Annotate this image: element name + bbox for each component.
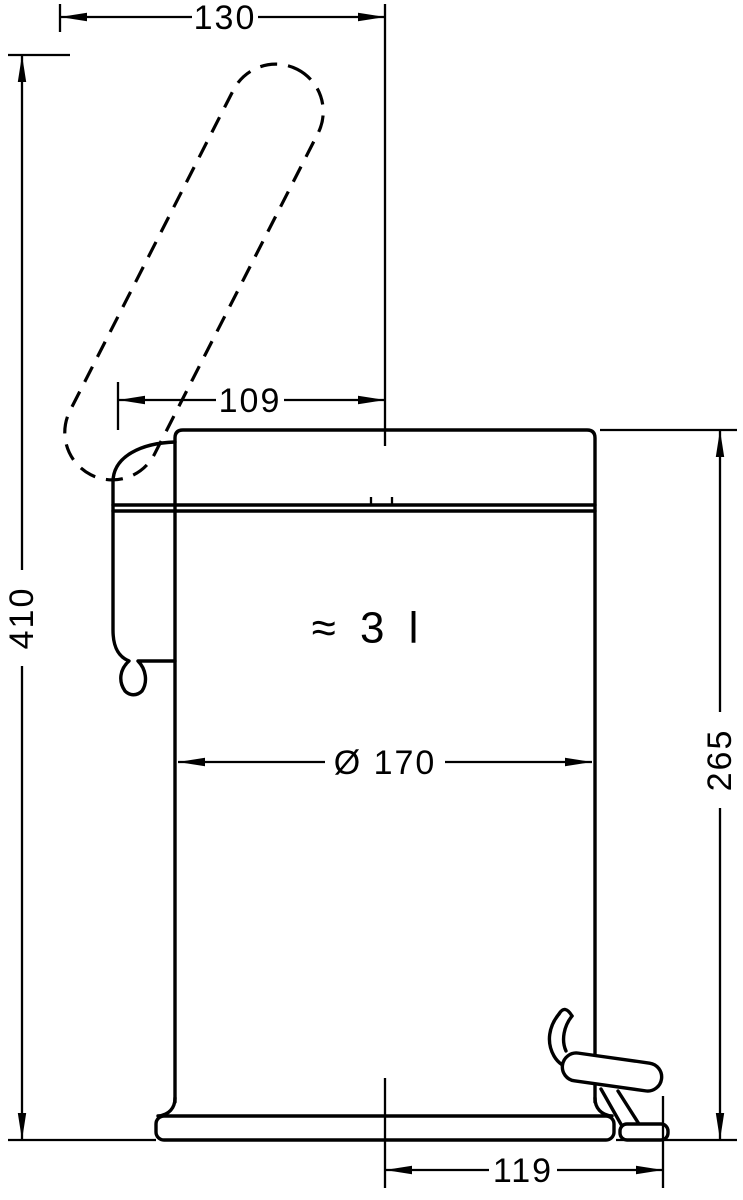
label-mask xyxy=(325,744,445,781)
dim-130-label: 130 xyxy=(194,0,257,37)
pedal-foot xyxy=(618,1122,670,1142)
dimension-overall-height: 410 xyxy=(3,53,156,1142)
dimension-body-height: 265 xyxy=(600,428,739,1142)
base-flare-left xyxy=(156,1096,177,1118)
dimension-overall-width: 130 xyxy=(58,0,385,37)
capacity-label: ≈ 3 l xyxy=(312,604,425,653)
lid-open-phantom xyxy=(63,62,325,482)
dim-diameter-label: Ø 170 xyxy=(334,744,437,782)
pedal-strut xyxy=(599,1087,641,1128)
label-mask xyxy=(216,384,284,417)
dimension-lid-depth: 109 xyxy=(116,382,385,430)
pedal-linkage-cap xyxy=(557,1007,574,1018)
label-mask xyxy=(192,1,258,34)
lid-open-outline xyxy=(63,62,325,482)
dim-119-label: 119 xyxy=(493,1152,553,1190)
label-mask xyxy=(489,1153,557,1187)
dimension-diameter: Ø 170 xyxy=(178,744,592,782)
hinge-marks xyxy=(369,497,394,505)
dim-265-label: 265 xyxy=(701,729,739,792)
dim-109-label: 109 xyxy=(219,382,282,420)
label-mask xyxy=(4,570,40,666)
dimension-pedal-depth: 119 xyxy=(385,1096,665,1190)
pedal-mechanism xyxy=(547,1007,670,1142)
dim-410-label: 410 xyxy=(3,587,41,650)
mount-bracket xyxy=(111,440,177,697)
label-mask xyxy=(702,712,738,808)
bracket-outline xyxy=(111,440,177,697)
pedal-linkage-inner xyxy=(561,1014,574,1053)
pedal-pad xyxy=(560,1051,664,1093)
